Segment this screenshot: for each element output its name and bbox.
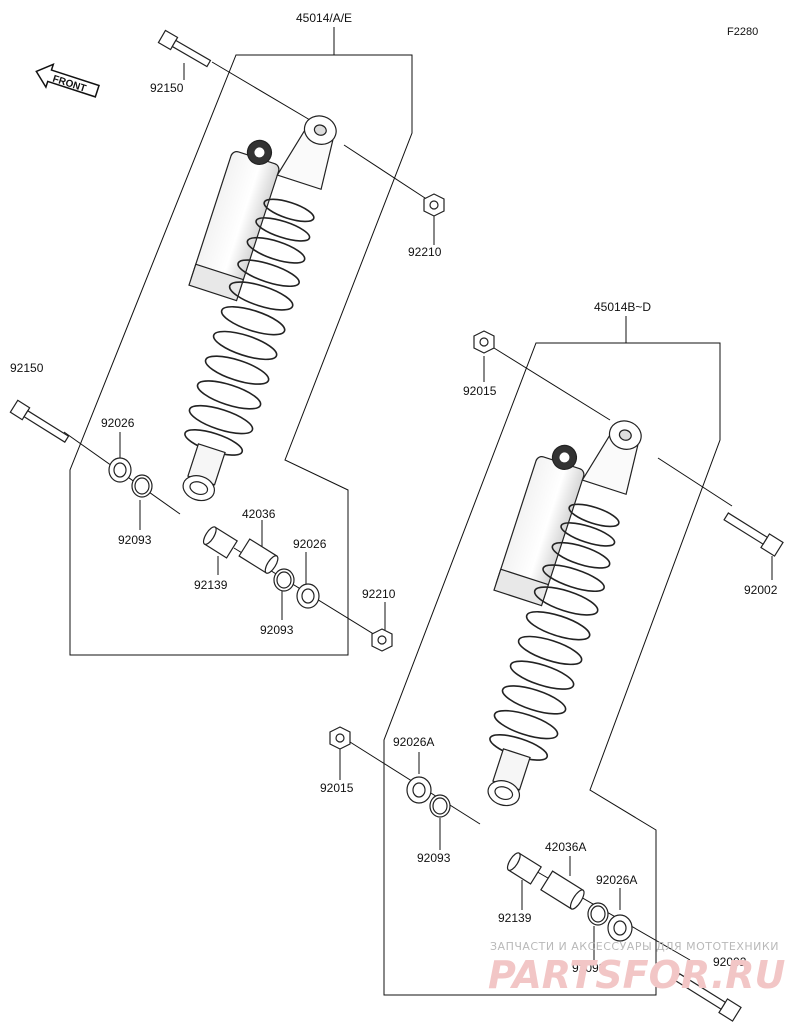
figure-code: F2280 <box>727 26 758 38</box>
watermark-brand-logo: PARTSFOR.RU <box>488 953 786 997</box>
watermark: ЗАПЧАСТИ И АКСЕССУАРЫ ДЛЯ МОТОТЕХНИКИ PA… <box>488 940 786 997</box>
front-arrow-icon: FRONT <box>35 63 100 98</box>
part-label: 92002 <box>713 955 747 969</box>
seal-icon <box>587 902 609 926</box>
shock-absorber-lower <box>487 420 642 807</box>
part-label: 92093 <box>260 623 294 637</box>
bushing-icon <box>202 526 238 559</box>
nut-icon <box>371 628 393 652</box>
shock-absorber-upper <box>182 115 337 502</box>
bolt-icon <box>157 29 212 68</box>
nut-icon <box>329 726 351 750</box>
upper-assembly-title: 45014/A/E <box>296 11 352 25</box>
lower-assembly-title: 45014B~D <box>594 300 651 314</box>
part-label: 42036A <box>545 840 586 854</box>
seal-icon <box>273 568 295 592</box>
bushing-icon <box>506 852 542 885</box>
part-label: 92093 <box>118 533 152 547</box>
part-label: 92150 <box>10 361 44 375</box>
part-label: 92026 <box>293 537 327 551</box>
part-label: 92015 <box>463 384 497 398</box>
part-label: 92093 <box>572 961 606 975</box>
part-label: 92150 <box>150 81 184 95</box>
nut-icon <box>473 330 495 354</box>
part-label: 92093 <box>417 851 451 865</box>
collar-icon <box>238 538 279 574</box>
part-label: 92210 <box>408 245 442 259</box>
nut-icon <box>423 193 445 217</box>
washer-icon <box>406 776 432 804</box>
seal-icon <box>429 794 451 818</box>
part-label: 92002 <box>744 583 778 597</box>
bolt-icon <box>674 972 742 1022</box>
washer-icon <box>108 457 132 483</box>
part-label: 92139 <box>498 911 532 925</box>
part-label: 92026A <box>596 873 637 887</box>
lower-assembly: 45014B~D <box>320 300 784 1022</box>
upper-assembly: 45014/A/E <box>9 11 445 656</box>
seal-icon <box>131 474 153 498</box>
collar-icon <box>540 870 585 910</box>
washer-icon <box>607 914 633 942</box>
bolt-icon <box>723 512 784 557</box>
washer-icon <box>296 583 320 609</box>
bolt-icon <box>9 399 70 443</box>
watermark-tagline: ЗАПЧАСТИ И АКСЕССУАРЫ ДЛЯ МОТОТЕХНИКИ <box>490 940 779 953</box>
part-label: 92026 <box>101 416 135 430</box>
part-label: 42036 <box>242 507 276 521</box>
part-label: 92210 <box>362 587 396 601</box>
part-label: 92026A <box>393 735 434 749</box>
part-label: 92015 <box>320 781 354 795</box>
part-label: 92139 <box>194 578 228 592</box>
